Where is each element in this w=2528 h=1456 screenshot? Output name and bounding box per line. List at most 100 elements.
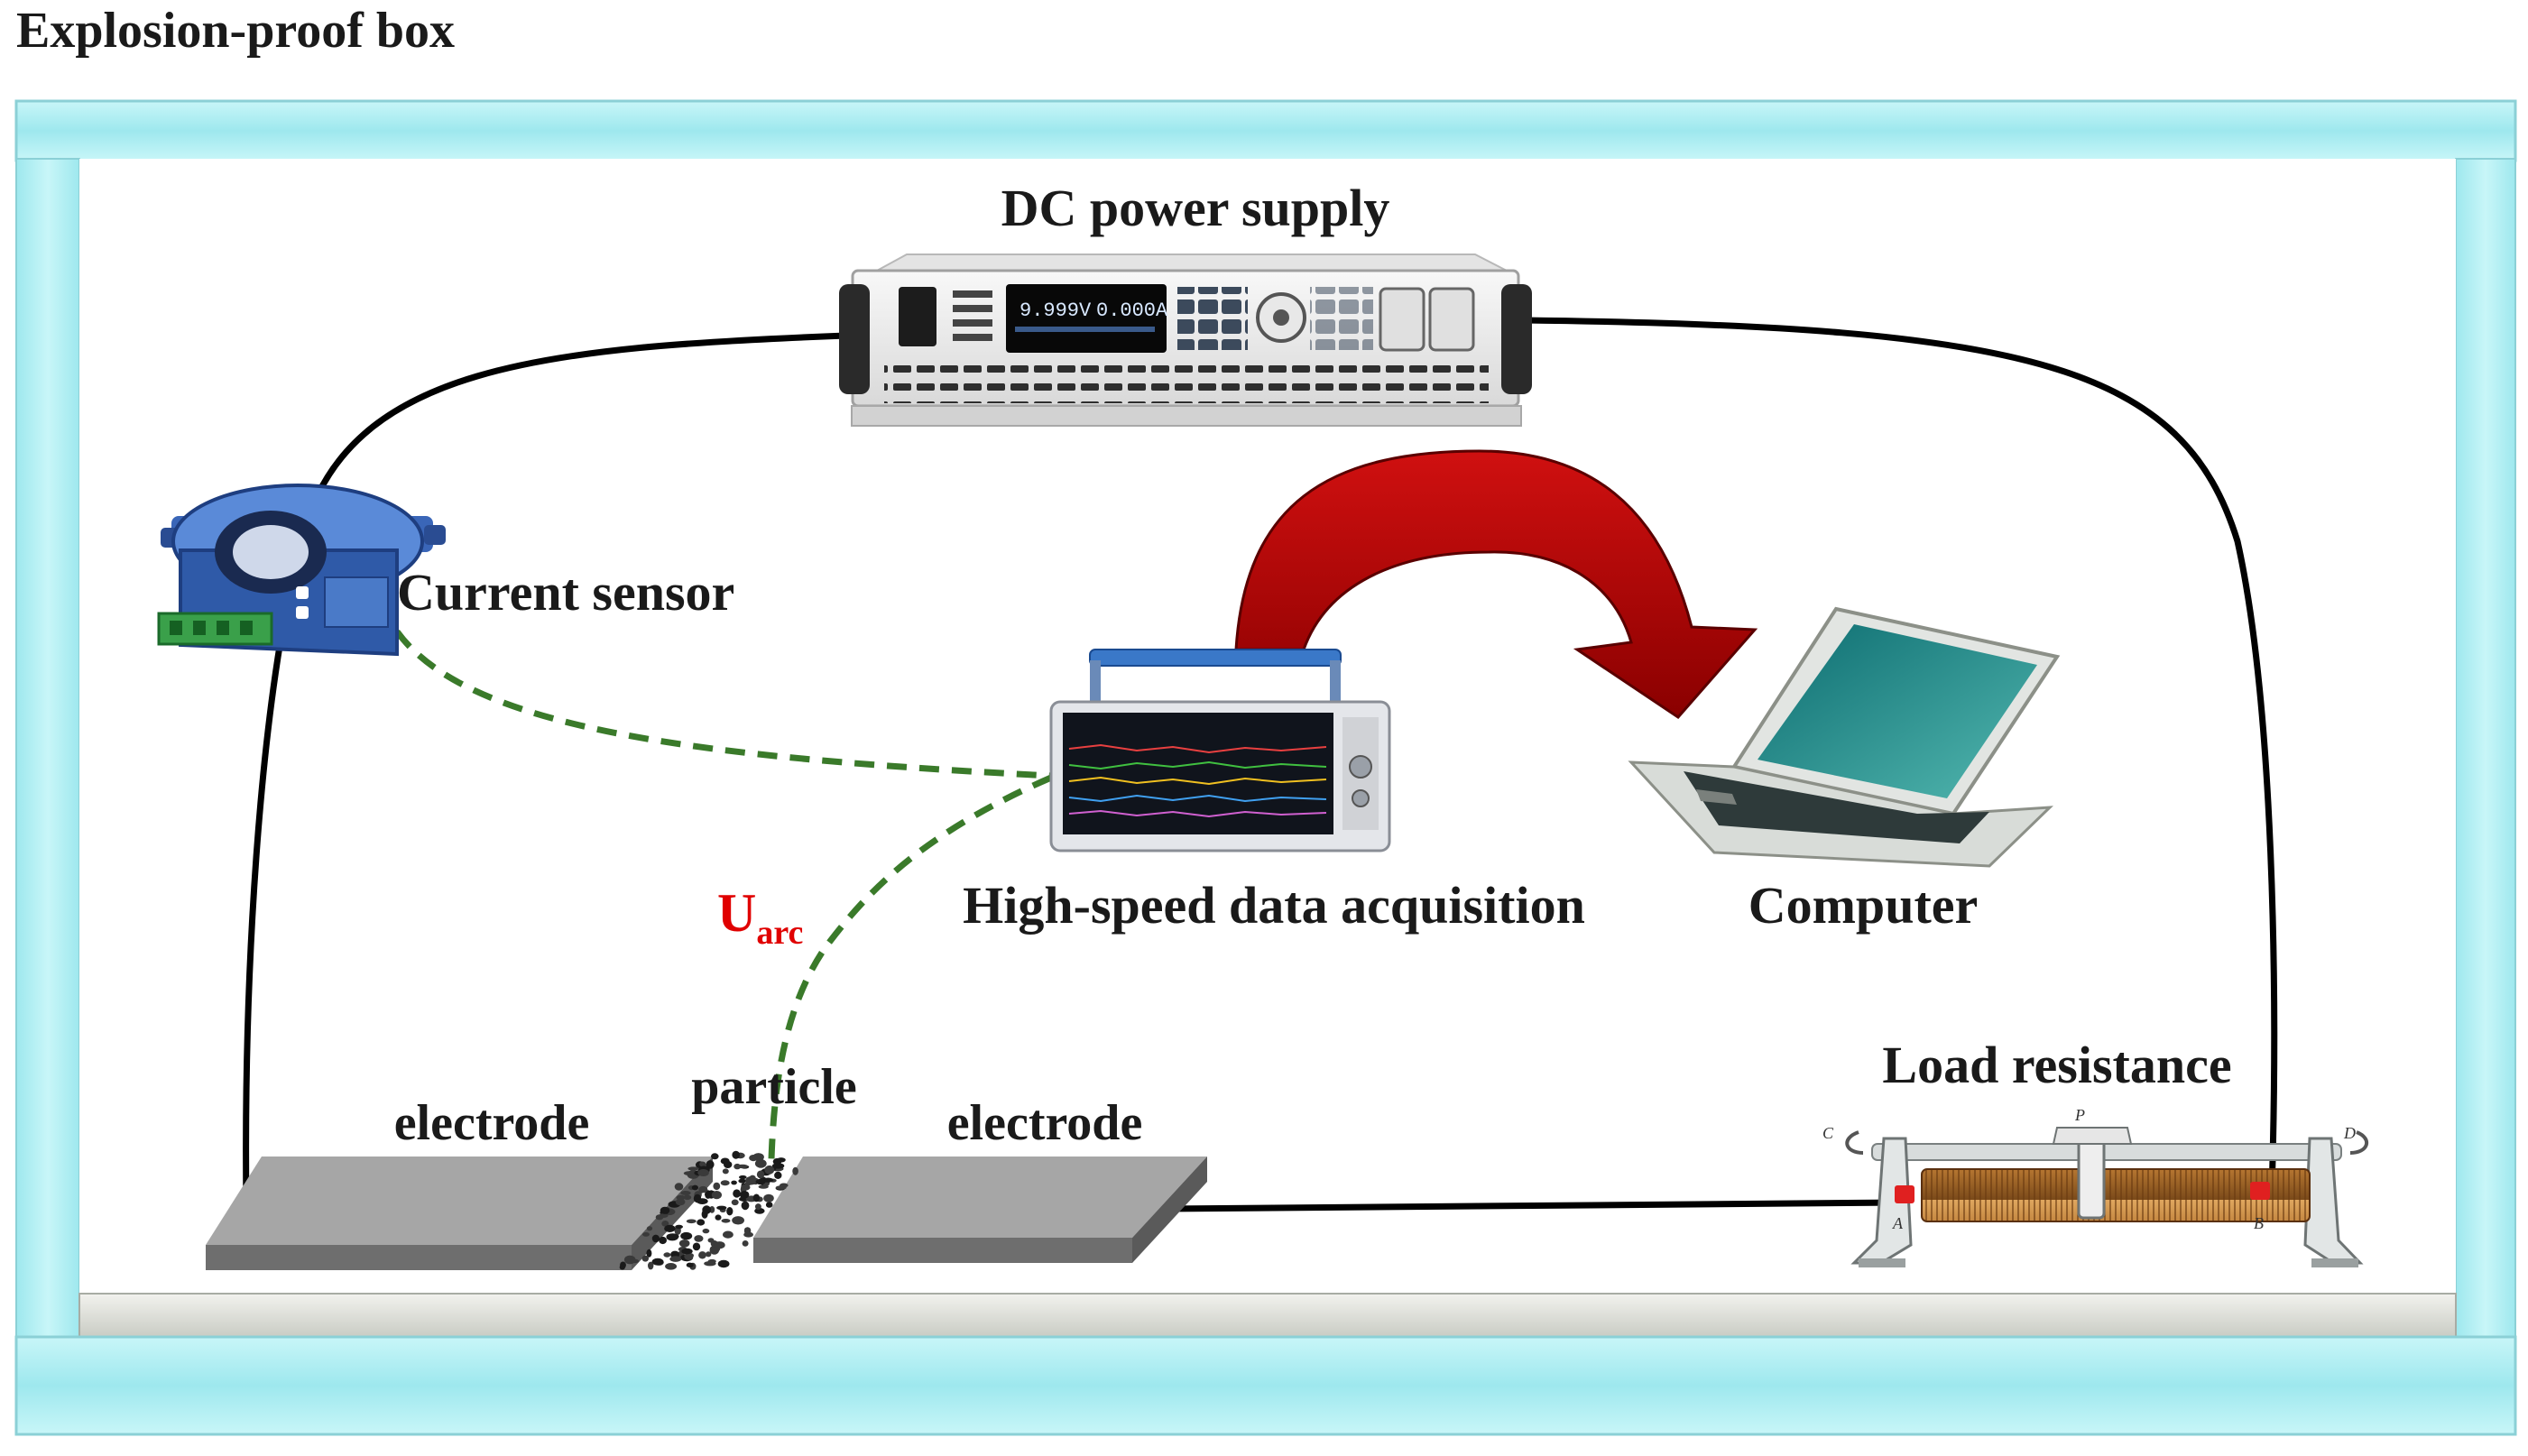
particle (739, 1175, 747, 1180)
signal-uarc-to-daq (768, 774, 1053, 1160)
electrode-left (206, 1157, 713, 1270)
particle (698, 1251, 706, 1259)
svg-text:P: P (2074, 1106, 2085, 1124)
daq-screen (1063, 713, 1333, 834)
particle (659, 1236, 667, 1245)
particle (731, 1180, 737, 1185)
particle (755, 1203, 761, 1211)
particle (698, 1185, 708, 1193)
particle (741, 1184, 751, 1191)
particle (720, 1157, 730, 1165)
particle (659, 1213, 669, 1218)
signal-lines (394, 629, 1053, 1160)
label-computer: Computer (1748, 876, 1979, 935)
label-load-resistance: Load resistance (1882, 1036, 2231, 1094)
particle (620, 1261, 626, 1269)
particle (706, 1251, 712, 1258)
label-daq: High-speed data acquisition (963, 876, 1585, 935)
particle (683, 1194, 692, 1201)
u-arc-sub: arc (756, 914, 803, 952)
laptop-computer (1628, 606, 2061, 868)
particle (733, 1189, 741, 1198)
particle (686, 1262, 694, 1268)
particle (687, 1166, 699, 1171)
particle (697, 1219, 706, 1226)
box-title: Explosion-proof box (16, 3, 455, 59)
particle (715, 1214, 722, 1221)
terminal-b (2250, 1182, 2270, 1200)
u-arc-main: U (717, 883, 756, 943)
particle (666, 1233, 679, 1239)
particle (756, 1170, 765, 1179)
label-electrode-left: electrode (394, 1095, 590, 1151)
particle (681, 1248, 693, 1255)
particle (674, 1183, 684, 1191)
label-current-sensor: Current sensor (397, 563, 734, 622)
particle (732, 1216, 744, 1225)
particle (699, 1161, 706, 1167)
particle (737, 1164, 749, 1169)
particle (675, 1198, 686, 1206)
particle (694, 1235, 704, 1242)
svg-text:0.000A: 0.000A (1096, 299, 1168, 322)
terminal-a (1895, 1185, 1914, 1203)
svg-text:C: C (1822, 1124, 1834, 1142)
particle (749, 1175, 756, 1181)
particle (755, 1178, 766, 1185)
particle (780, 1183, 789, 1188)
electrode-right (753, 1157, 1207, 1263)
particle (686, 1219, 697, 1224)
particle (726, 1207, 733, 1216)
particle (648, 1261, 654, 1270)
particle (702, 1205, 712, 1214)
particle (684, 1252, 694, 1260)
particle (792, 1166, 798, 1175)
current-sensor (157, 484, 446, 657)
particle (691, 1184, 699, 1191)
particle (749, 1155, 758, 1162)
particle (651, 1234, 660, 1243)
particle (642, 1232, 650, 1237)
particle (692, 1242, 701, 1251)
psu-display (1006, 284, 1167, 353)
svg-text:9.999V: 9.999V (1020, 299, 1092, 322)
particle (754, 1158, 767, 1168)
svg-text:A: A (1892, 1214, 1904, 1232)
particle (702, 1228, 710, 1234)
data-acquisition-unit (1049, 649, 1391, 852)
particle (763, 1193, 774, 1203)
svg-text:D: D (2343, 1124, 2356, 1142)
particle (721, 1219, 731, 1223)
particle (771, 1163, 785, 1169)
particle (752, 1193, 761, 1203)
particle (697, 1169, 709, 1176)
particle (651, 1258, 664, 1266)
label-particle: particle (691, 1059, 856, 1115)
particle (774, 1171, 782, 1179)
particle (704, 1261, 716, 1267)
particle (738, 1178, 746, 1184)
label-u-arc: Uarc (717, 883, 803, 952)
particle (765, 1202, 773, 1208)
resistor-coil (1921, 1168, 2311, 1222)
particle (717, 1259, 730, 1268)
particle (683, 1171, 694, 1175)
particle (776, 1157, 786, 1163)
particle (742, 1240, 749, 1247)
particle (741, 1201, 750, 1211)
data-transfer-arrow (1234, 449, 1758, 719)
wire-right-electrode-to-load (1160, 1199, 1905, 1212)
particle (680, 1231, 693, 1240)
particle (731, 1199, 739, 1206)
particle (711, 1153, 719, 1160)
particle (646, 1249, 652, 1258)
dc-power-supply: 9.999V 0.000A (839, 253, 1532, 427)
svg-text:B: B (2254, 1214, 2264, 1232)
label-electrode-right: electrode (947, 1095, 1143, 1151)
particle (723, 1230, 733, 1239)
particle (764, 1165, 775, 1175)
wire-psu-to-load (1521, 317, 2278, 1194)
particle (665, 1263, 678, 1270)
particle (711, 1191, 723, 1200)
